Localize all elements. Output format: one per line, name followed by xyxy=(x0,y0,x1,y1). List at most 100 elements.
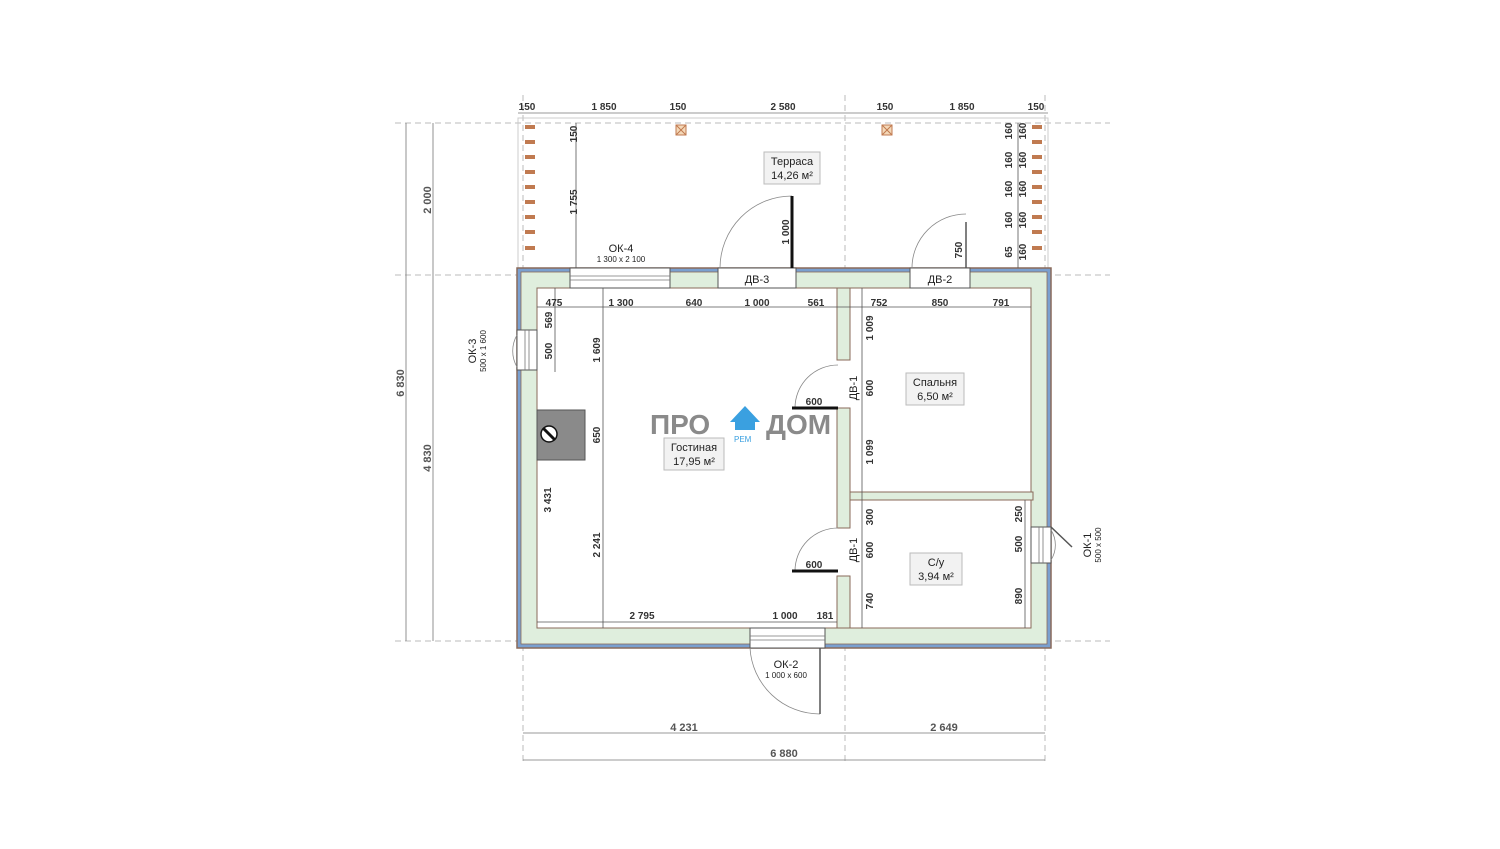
dim-living-h-1: 650 xyxy=(592,426,603,443)
exterior-walls xyxy=(516,267,1052,649)
dim-bath-right-1: 500 xyxy=(1014,535,1025,552)
dim-terrace-right-1: 160 xyxy=(1018,122,1029,139)
dim-top-1: 1 850 xyxy=(591,102,616,113)
dim-terrace-right-8: 65 xyxy=(1004,246,1015,258)
logo-sub-text: РЕМ xyxy=(734,435,752,444)
dim-living-inner: 3 431 xyxy=(543,487,554,512)
room-bath-name: С/у xyxy=(928,557,945,569)
dim-partition-0: 1 009 xyxy=(865,315,876,340)
dim-top-5: 1 850 xyxy=(949,102,974,113)
dim-door-width-0: 600 xyxy=(806,397,823,408)
dim-terrace-right-3: 160 xyxy=(1018,151,1029,168)
dim-left-part-0: 2 000 xyxy=(422,186,434,214)
wall-openings xyxy=(516,267,1052,649)
dim-door-width-1: 600 xyxy=(806,560,823,571)
dim-terrace-right-2: 160 xyxy=(1004,151,1015,168)
dim-terrace-right-0: 160 xyxy=(1004,122,1015,139)
room-bedroom-area: 6,50 м² xyxy=(917,391,953,403)
dim-bath-right-0: 250 xyxy=(1014,505,1025,522)
dim-terrace-right-9: 160 xyxy=(1018,243,1029,260)
ok3-label: ОК-3 xyxy=(467,339,479,364)
terrace-post-2 xyxy=(881,124,893,136)
ok2-label: ОК-2 xyxy=(774,659,799,671)
room-bedroom-label: Спальня 6,50 м² xyxy=(905,372,965,406)
dim-inner-top-1: 1 300 xyxy=(608,298,633,309)
ok1-size: 500 х 500 xyxy=(1094,527,1103,563)
dim-top-2: 150 xyxy=(670,102,687,113)
room-bedroom-name: Спальня xyxy=(913,377,957,389)
dim-inner-top-6: 850 xyxy=(932,298,949,309)
terrace-boards-right xyxy=(1032,125,1042,250)
dim-door-terrace: 1 000 xyxy=(781,219,792,244)
dim-left-total: 6 830 xyxy=(395,369,407,397)
terrace-boards-left xyxy=(525,125,535,250)
dim-terrace-left-1: 1 755 xyxy=(569,189,580,214)
dim-inner-top-7: 791 xyxy=(993,298,1010,309)
window-ok1 xyxy=(1030,526,1052,564)
dim-inner-top-0: 475 xyxy=(546,298,563,309)
room-terrace-name: Терраса xyxy=(771,156,814,168)
dim-living-h-0: 1 609 xyxy=(592,337,603,362)
door-leaves xyxy=(790,196,838,573)
door-swings xyxy=(512,195,1056,715)
dim-left-wall-1: 500 xyxy=(544,342,555,359)
room-terrace-label: Терраса 14,26 м² xyxy=(763,151,821,185)
inner-dimension-lines xyxy=(537,123,1031,628)
ok4-size: 1 300 х 2 100 xyxy=(597,255,646,264)
dim-inner-bottom-1: 1 000 xyxy=(772,611,797,622)
dim-partition-3: 300 xyxy=(865,508,876,525)
room-bath-area: 3,94 м² xyxy=(918,571,954,583)
window-ok2 xyxy=(749,627,826,649)
dim-left-part-1: 4 830 xyxy=(422,444,434,472)
room-living-area: 17,95 м² xyxy=(673,456,715,468)
dim-inner-top-2: 640 xyxy=(686,298,703,309)
stove xyxy=(536,409,586,461)
interior-partitions xyxy=(836,287,1034,629)
dim-terrace-left-0: 150 xyxy=(569,125,580,142)
dim-partition-5: 740 xyxy=(865,592,876,609)
terrace-right-dimensions: 160 160 160 160 160 160 160 160 65 160 xyxy=(1004,122,1029,260)
dv1-label-bottom: ДВ-1 xyxy=(848,538,860,563)
dim-bottom-total: 6 880 xyxy=(770,748,798,760)
dv2-label: ДВ-2 xyxy=(928,274,953,286)
door-dv2-opening xyxy=(909,267,971,289)
ok4-label: ОК-4 xyxy=(609,243,634,255)
door-dv3-opening xyxy=(717,267,797,289)
dim-top-4: 150 xyxy=(877,102,894,113)
dim-bottom-part-0: 4 231 xyxy=(670,722,698,734)
dim-partition-4: 600 xyxy=(865,541,876,558)
window-ok3 xyxy=(516,329,538,371)
dim-living-h-2: 2 241 xyxy=(592,532,603,557)
dim-inner-top-3: 1 000 xyxy=(744,298,769,309)
window-ok4 xyxy=(569,267,671,289)
logo: ПРО РЕМ ДОМ xyxy=(650,406,831,444)
dim-inner-bottom-2: 181 xyxy=(817,611,834,622)
dim-terrace-right-5: 160 xyxy=(1018,180,1029,197)
terrace-post-1 xyxy=(675,124,687,136)
dv3-label: ДВ-3 xyxy=(745,274,770,286)
dim-inner-top-5: 752 xyxy=(871,298,888,309)
dim-top-0: 150 xyxy=(519,102,536,113)
dim-partition-2: 1 099 xyxy=(865,439,876,464)
dim-left-wall-0: 569 xyxy=(544,311,555,328)
ok3-size: 500 х 1 600 xyxy=(479,330,488,372)
overall-dimension-lines xyxy=(405,112,1048,761)
dim-partition-1: 600 xyxy=(865,379,876,396)
room-living-label: Гостиная 17,95 м² xyxy=(663,437,725,471)
room-bath-label: С/у 3,94 м² xyxy=(909,552,963,586)
dim-inner-top-4: 561 xyxy=(808,298,825,309)
room-terrace-area: 14,26 м² xyxy=(771,170,813,182)
ok2-size: 1 000 х 600 xyxy=(765,671,807,680)
dim-bottom-part-1: 2 649 xyxy=(930,722,958,734)
dim-bath-right-2: 890 xyxy=(1014,587,1025,604)
dim-top-3: 2 580 xyxy=(770,102,795,113)
dim-terrace-right-4: 160 xyxy=(1004,180,1015,197)
dim-door-terrace2: 750 xyxy=(954,241,965,258)
logo-right-text: ДОМ xyxy=(766,409,831,440)
top-dimensions: 150 1 850 150 2 580 150 1 850 150 xyxy=(519,102,1045,113)
logo-left-text: ПРО xyxy=(650,409,710,440)
inner-top-dimensions: 475 1 300 640 1 000 561 752 850 791 xyxy=(546,298,1010,309)
dim-inner-bottom-0: 2 795 xyxy=(629,611,654,622)
